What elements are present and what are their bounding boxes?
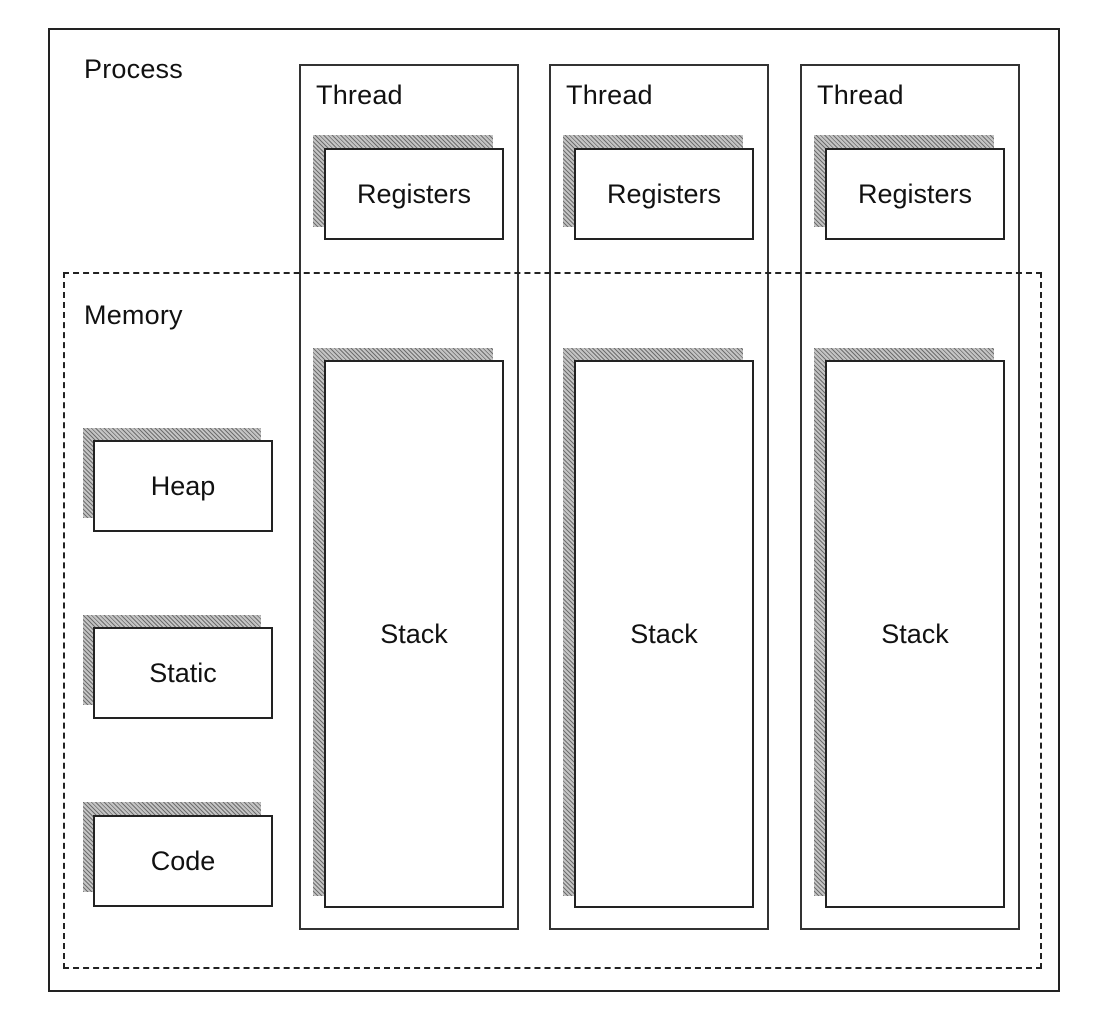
registers-box-3: Registers [825,148,1005,240]
stack-box-1: Stack [324,360,504,908]
heap-box: Heap [93,440,273,532]
memory-region [63,272,1042,969]
thread-box-2 [549,64,769,930]
static-box: Static [93,627,273,719]
stack-box-2: Stack [574,360,754,908]
memory-label: Memory [84,300,183,330]
stack-box-3: Stack [825,360,1005,908]
thread-box-1 [299,64,519,930]
thread-label-1: Thread [316,80,403,110]
code-box: Code [93,815,273,907]
registers-box-1: Registers [324,148,504,240]
process-label: Process [84,54,183,84]
thread-label-2: Thread [566,80,653,110]
thread-box-3 [800,64,1020,930]
registers-box-2: Registers [574,148,754,240]
thread-label-3: Thread [817,80,904,110]
